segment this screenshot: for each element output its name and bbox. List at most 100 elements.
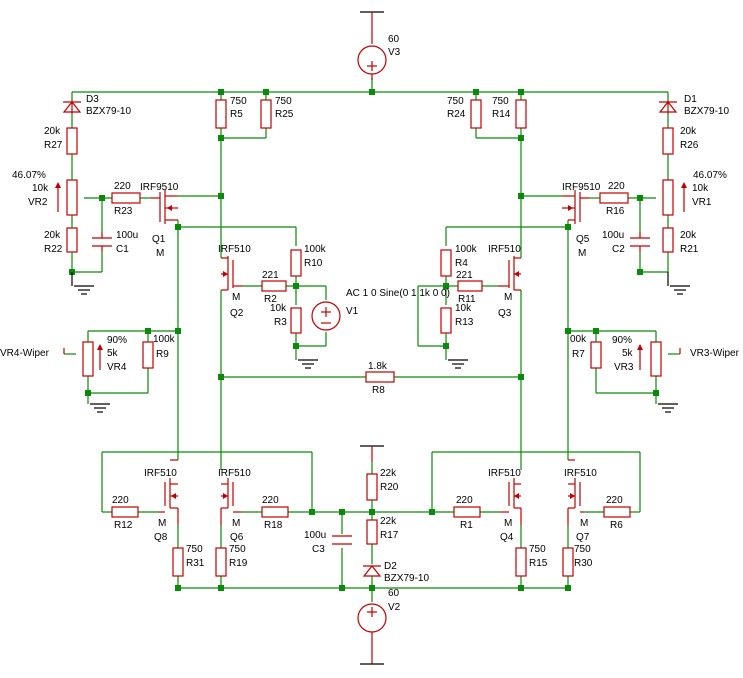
resistor-r21: 20k R21 (662, 227, 699, 255)
q8-ref: Q8 (154, 532, 168, 543)
q3-part: IRF510 (488, 244, 521, 255)
r30-ref: R30 (574, 558, 593, 569)
vr4-value: 5k (107, 348, 119, 359)
d2-part: BZX79-10 (384, 573, 429, 584)
diode-d3: D3 BZX79-10 (62, 94, 131, 117)
r22-ref: R22 (44, 244, 63, 255)
r21-value: 20k (680, 230, 697, 241)
d3-ref: D3 (86, 94, 99, 105)
c2-value: 100u (602, 230, 624, 241)
vr3-setting: 90% (612, 335, 632, 346)
q5-part: IRF9510 (562, 182, 601, 193)
q5-model: M (578, 248, 586, 259)
r26-value: 20k (680, 126, 697, 137)
mosfet-q8: IRF510 M Q8 (144, 459, 179, 543)
v2-ref: V2 (388, 602, 401, 613)
r13-value: 10k (455, 303, 472, 314)
resistor-r23: 220 R23 (111, 181, 141, 217)
q3-ref: Q3 (498, 308, 512, 319)
junctions (69, 89, 659, 591)
r4-value: 100k (455, 244, 478, 255)
r24-value: 750 (447, 96, 464, 107)
mosfet-q4: IRF510 M Q4 (488, 468, 522, 543)
r18-ref: R18 (264, 520, 283, 531)
q1-ref: Q1 (152, 234, 166, 245)
mosfet-q1: IRF9510 Q1 M (140, 182, 179, 259)
r20-value: 22k (380, 468, 397, 479)
c3-value: 100u (304, 530, 326, 541)
resistor-r5: 750 R5 (215, 96, 247, 129)
r9-value: 100k (153, 334, 176, 345)
resistor-r7: 00k R7 (570, 334, 602, 369)
r7-value: 00k (570, 334, 587, 345)
resistor-r6: 220 R6 (603, 495, 631, 531)
resistor-r20: 22k R20 (366, 468, 399, 501)
q7-part: IRF510 (564, 468, 597, 479)
vr3-value: 5k (622, 348, 634, 359)
q2-part: IRF510 (218, 244, 251, 255)
r10-value: 100k (304, 244, 327, 255)
r22-value: 20k (44, 230, 61, 241)
r31-value: 750 (186, 544, 203, 555)
q4-ref: Q4 (500, 532, 514, 543)
resistor-r1: 220 R1 (453, 495, 481, 531)
r12-value: 220 (112, 495, 129, 506)
resistor-r27: 20k R27 (44, 126, 78, 155)
vr2-value: 10k (32, 183, 49, 194)
diode-d2: D2 BZX79-10 (362, 561, 429, 584)
mosfet-q6: IRF510 M Q6 (218, 468, 251, 543)
vr4-setting: 90% (107, 335, 127, 346)
resistor-r11: 221 R11 (456, 270, 483, 305)
r14-value: 750 (492, 96, 509, 107)
wires (64, 78, 680, 602)
r7-ref: R7 (572, 349, 585, 360)
vr3-ref: VR3 (614, 362, 634, 373)
q8-model: M (158, 518, 166, 529)
capacitor-c3: 100u C3 (304, 530, 352, 555)
r18-value: 220 (262, 495, 279, 506)
d3-part: BZX79-10 (86, 106, 131, 117)
v1-ref: V1 (346, 306, 359, 317)
r19-ref: R19 (229, 558, 248, 569)
r30-value: 750 (574, 544, 591, 555)
q6-ref: Q6 (230, 532, 244, 543)
resistor-r26: 20k R26 (662, 126, 699, 155)
mosfet-q7: IRF510 M Q7 (564, 459, 597, 543)
supply-v2: 60 V2 (357, 588, 401, 665)
r25-value: 750 (275, 96, 292, 107)
r27-value: 20k (44, 126, 61, 137)
resistor-r30: 750 R30 (562, 544, 593, 577)
resistor-r10: 100k R10 (290, 244, 327, 277)
q2-ref: Q2 (230, 308, 244, 319)
r10-ref: R10 (304, 258, 323, 269)
vr4-wiper-net: VR4-Wiper (0, 348, 50, 359)
q1-part: IRF9510 (140, 182, 179, 193)
vr2-setting: 46.07% (12, 170, 46, 181)
r11-value: 221 (456, 270, 473, 281)
r3-value: 10k (270, 303, 287, 314)
resistor-r3: 10k R3 (270, 303, 302, 334)
d2-ref: D2 (384, 561, 397, 572)
r15-value: 750 (529, 544, 546, 555)
source-v1: AC 1 0 Sine(0 1 1k 0 0) V1 (311, 288, 450, 331)
r16-ref: R16 (606, 206, 625, 217)
q6-model: M (232, 518, 240, 529)
supply-v3: 60 V3 (357, 11, 401, 80)
r1-ref: R1 (460, 520, 473, 531)
resistor-r24: 750 R24 (447, 96, 482, 129)
resistor-r18: 220 R18 (261, 495, 289, 531)
q2-model: M (232, 292, 240, 303)
r27-ref: R27 (44, 140, 63, 151)
r31-ref: R31 (186, 558, 205, 569)
resistor-r15: 750 R15 (515, 544, 548, 577)
vr1-ref: VR1 (692, 197, 712, 208)
resistor-r8: 1.8k R8 (365, 361, 395, 396)
r23-value: 220 (114, 181, 131, 192)
vr1-value: 10k (692, 183, 709, 194)
q7-model: M (580, 518, 588, 529)
r16-value: 220 (608, 181, 625, 192)
r25-ref: R25 (275, 109, 294, 120)
v3-value: 60 (388, 34, 400, 45)
q7-ref: Q7 (576, 532, 590, 543)
vr3-wiper-net: VR3-Wiper (690, 348, 740, 359)
